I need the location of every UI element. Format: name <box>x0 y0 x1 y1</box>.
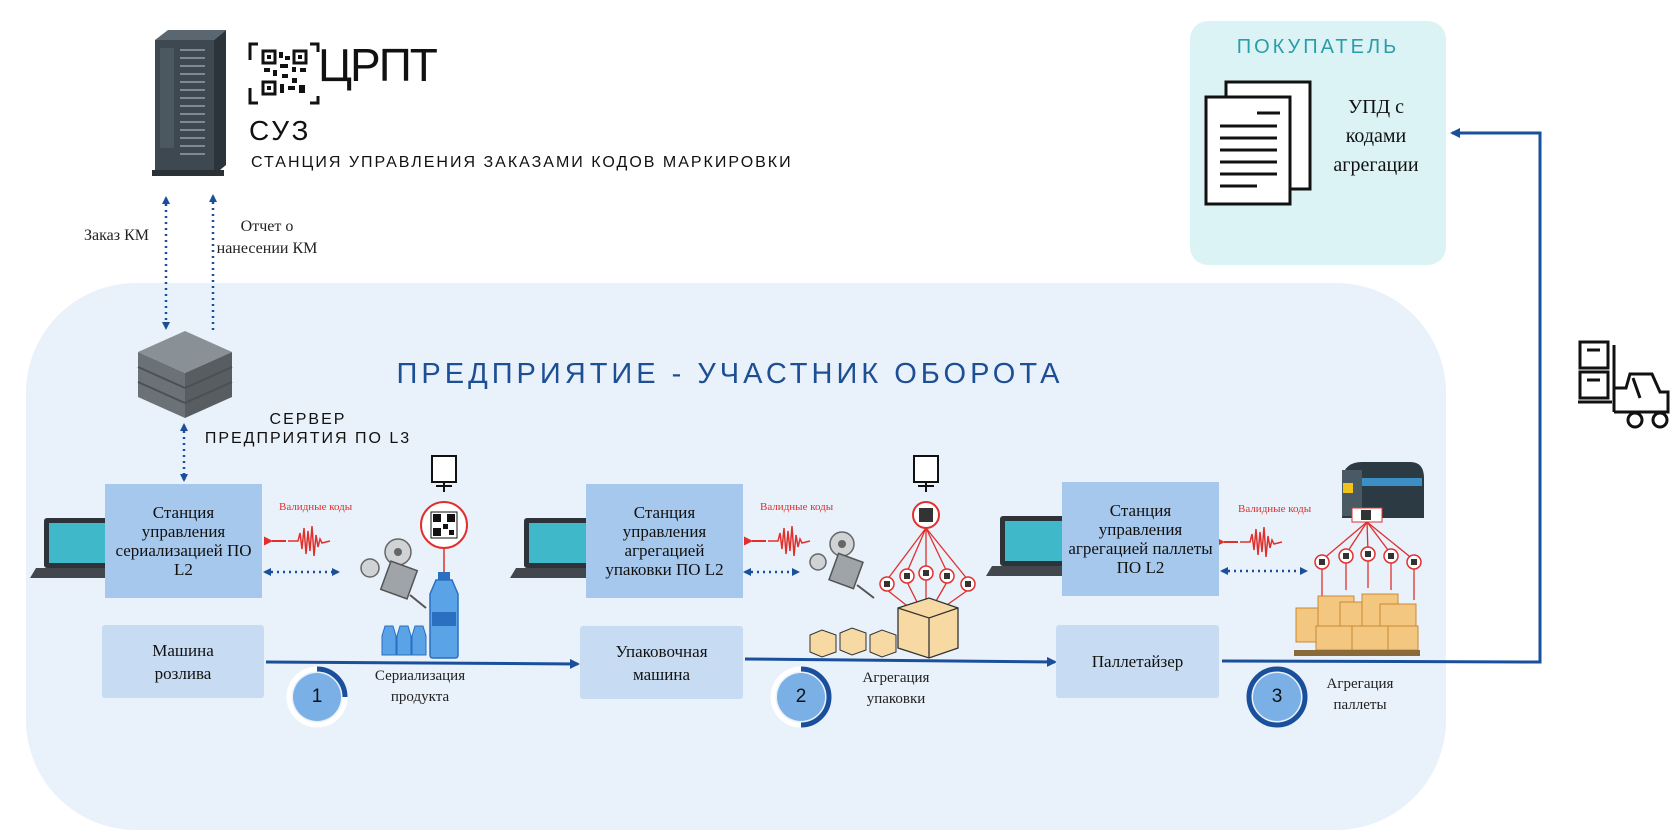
step-progress-3 <box>1246 666 1308 728</box>
buyer-title: ПОКУПАТЕЛЬ <box>1236 36 1400 58</box>
flow-arrow-to-buyer <box>1221 128 1542 664</box>
tower-server-icon <box>152 30 226 176</box>
flow-arrow-1 <box>265 658 580 669</box>
packaging-machine[interactable]: Упаковочная машина <box>580 626 743 699</box>
station-label: Станция управления сериализацией ПО L2 <box>115 503 252 579</box>
report-km-label: Отчет о нанесении КМ <box>216 218 318 257</box>
rack-server-icon <box>137 331 233 418</box>
upd-document-label: УПД с кодами агрегации <box>1333 96 1419 176</box>
step-2-label: Агрегация упаковки <box>862 670 930 707</box>
labeler-icon <box>809 531 875 599</box>
station-label: Станция управления агрегацией упаковки П… <box>605 503 724 579</box>
flow-arrow-2 <box>744 656 1057 667</box>
suz-subtitle: СТАНЦИЯ УПРАВЛЕНИЯ ЗАКАЗАМИ КОДОВ МАРКИР… <box>251 154 793 171</box>
palletizer-machine[interactable]: Паллетайзер <box>1056 625 1219 698</box>
pallet-aggregation-station[interactable]: Станция управления агрегацией паллеты ПО… <box>1062 482 1219 596</box>
serialization-station[interactable]: Станция управления сериализацией ПО L2 <box>105 484 262 598</box>
machine-label: Упаковочная машина <box>615 641 708 684</box>
suz-title: СУЗ <box>249 115 312 146</box>
filling-machine[interactable]: Машина розлива <box>102 625 264 698</box>
small-boxes-icon <box>809 627 897 658</box>
pallet-aggregation-icon <box>1314 521 1422 600</box>
step-1-label: Сериализация продукта <box>374 668 466 705</box>
labeler-icon <box>360 538 427 609</box>
label-printer-icon <box>1342 462 1424 523</box>
pallet-icon <box>1294 593 1420 656</box>
package-aggregation-station[interactable]: Станция управления агрегацией упаковки П… <box>586 484 743 598</box>
qr-code-icon <box>248 42 320 105</box>
scanner-icon <box>431 455 457 492</box>
step-3-badge: 3 <box>1253 673 1301 721</box>
machine-label: Машина розлива <box>152 640 214 683</box>
valid-codes-signal <box>264 525 331 557</box>
order-km-label: Заказ КМ <box>84 227 149 244</box>
valid-codes-signal <box>1216 526 1283 558</box>
enterprise-title: ПРЕДПРИЯТИЕ - УЧАСТНИК ОБОРОТА <box>396 358 1064 390</box>
step-2-badge: 2 <box>777 673 825 721</box>
valid-codes-label: Валидные коды <box>279 501 353 513</box>
valid-codes-label: Валидные коды <box>1238 503 1312 515</box>
step-progress-2 <box>800 666 832 728</box>
step-progress-1 <box>316 666 348 698</box>
box-icon <box>897 597 959 659</box>
machine-label: Паллетайзер <box>1091 652 1184 671</box>
server-label: СЕРВЕР ПРЕДПРИЯТИЯ ПО L3 <box>204 411 412 447</box>
documents-icon <box>1204 80 1312 206</box>
bottle-icon <box>429 572 459 659</box>
forklift-icon <box>1578 340 1670 429</box>
package-aggregation-icon <box>879 501 976 613</box>
station-label: Станция управления агрегацией паллеты ПО… <box>1068 501 1213 577</box>
bottle-group-icon <box>381 625 427 656</box>
laptop-icon <box>510 518 613 578</box>
valid-codes-signal <box>744 525 811 557</box>
scanner-icon <box>913 455 939 492</box>
step-3-label: Агрегация паллеты <box>1326 676 1394 713</box>
product-qr-icon <box>420 501 468 574</box>
valid-codes-label: Валидные коды <box>760 501 834 513</box>
step-1-badge: 1 <box>293 673 341 721</box>
crpt-logo: ЦРПТ <box>318 39 438 91</box>
